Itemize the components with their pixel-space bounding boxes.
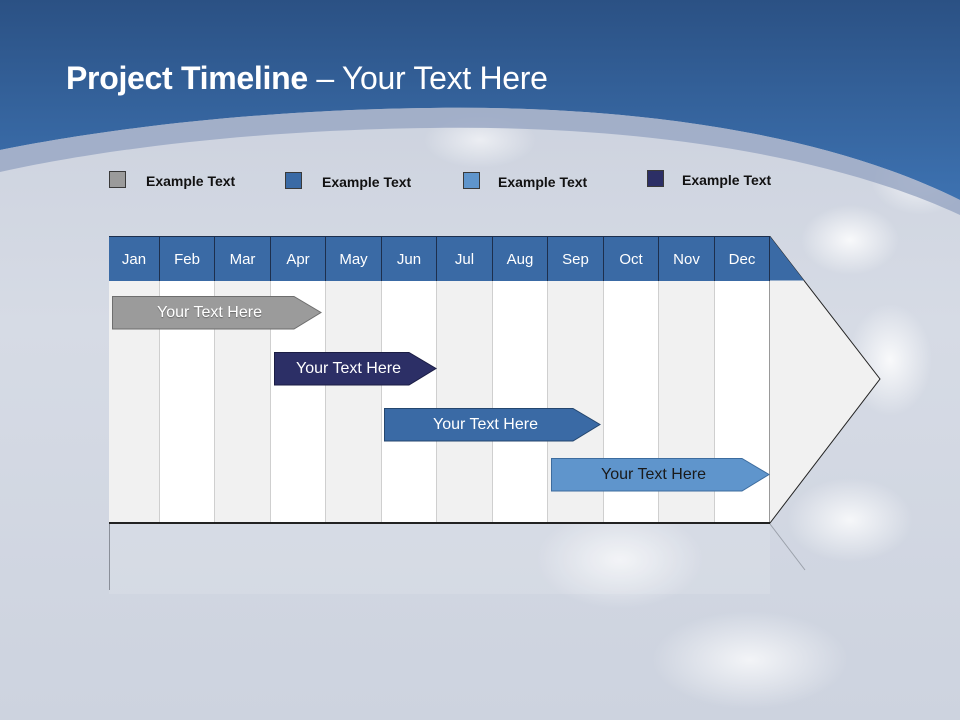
timeline-bottom-border [109,522,770,524]
month-header-sep: Sep [548,236,604,281]
month-header-jul: Jul [437,236,493,281]
task-label: Your Text Here [601,465,706,483]
legend-swatch-navy [647,170,664,187]
task-bar-1[interactable]: Your Text Here [112,296,322,330]
task-bar-2[interactable]: Your Text Here [274,352,437,386]
month-header-feb: Feb [160,236,215,281]
legend-swatch-blue [285,172,302,189]
legend-swatch-gray [109,171,126,188]
legend-label: Example Text [682,172,772,188]
legend-label: Example Text [322,174,412,190]
month-column [382,281,437,523]
month-header-may: May [326,236,382,281]
month-column [437,281,493,523]
month-header-jan: Jan [109,236,160,281]
title-bold: Project Timeline [66,60,308,96]
title-subtitle: – Your Text Here [307,60,548,96]
slide-title: Project Timeline – Your Text Here [66,60,548,97]
month-header-mar: Mar [215,236,271,281]
task-label: Your Text Here [296,359,401,377]
legend-label: Example Text [498,174,588,190]
month-column [326,281,382,523]
task-bar-3[interactable]: Your Text Here [384,408,601,442]
month-header-oct: Oct [604,236,659,281]
task-label: Your Text Here [157,303,262,321]
legend-label: Example Text [146,173,236,189]
legend-swatch-light-blue [463,172,480,189]
month-header-jun: Jun [382,236,437,281]
task-label: Your Text Here [433,415,538,433]
month-column [493,281,548,523]
month-header-aug: Aug [493,236,548,281]
month-header-dec: Dec [715,236,770,281]
month-header-apr: Apr [271,236,326,281]
task-bar-4[interactable]: Your Text Here [551,458,770,492]
month-header-nov: Nov [659,236,715,281]
